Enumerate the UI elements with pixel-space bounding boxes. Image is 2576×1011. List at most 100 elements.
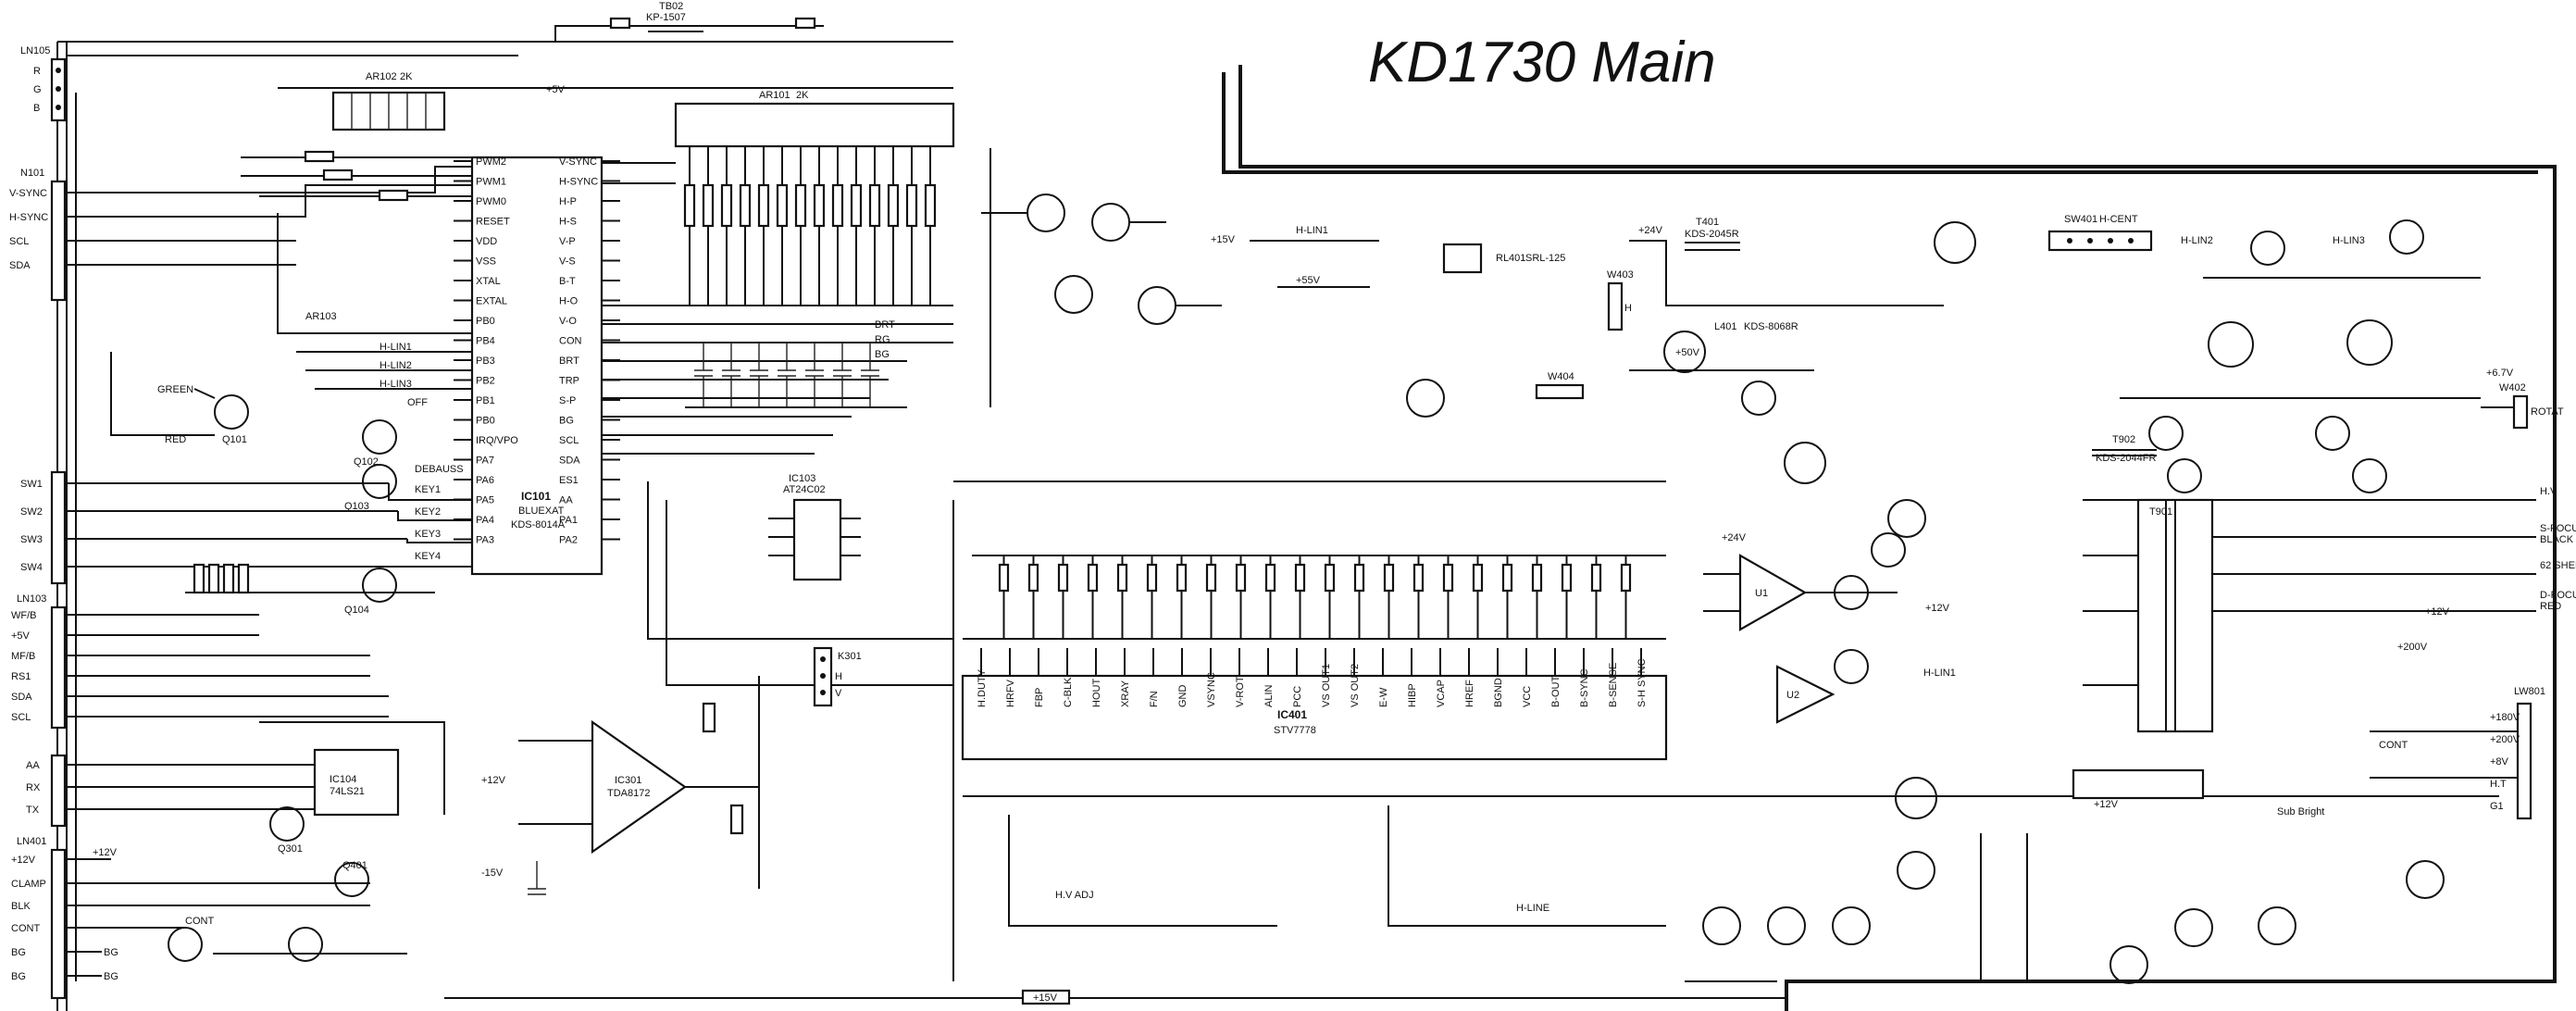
svg-text:H.T: H.T — [2490, 779, 2507, 790]
ar101-resistor — [720, 183, 733, 228]
svg-text:CONT: CONT — [2379, 740, 2408, 751]
support-resistor — [1235, 563, 1247, 593]
ic101-pin-left-2: PWM1 — [476, 177, 506, 188]
ic101-pin-right-1: V-SYNC — [559, 156, 597, 168]
svg-text:H: H — [1624, 303, 1632, 314]
svg-text:BG: BG — [104, 947, 118, 958]
ar101-resistor — [702, 183, 715, 228]
svg-text:KDS-8068R: KDS-8068R — [1744, 321, 1798, 332]
ic101-pin-left-8: EXTAL — [476, 296, 507, 307]
svg-text:AT24C02: AT24C02 — [783, 484, 826, 495]
ic101-pin-left-17: PA6 — [476, 475, 494, 486]
ic101-output-bus: BRT RG BG — [602, 305, 953, 686]
ic101-pin-left-1: PWM2 — [476, 156, 506, 168]
ar101-resistor — [924, 183, 937, 228]
svg-text:+6.7V: +6.7V — [2486, 368, 2514, 379]
svg-text:H.V ADJ: H.V ADJ — [1055, 890, 1094, 901]
ic401-pin-18: HREF — [1464, 680, 1475, 707]
t901-fbt: T901 — [2083, 498, 2536, 733]
right-transistors: H-LIN3 H-LIN2 — [2120, 219, 2481, 493]
ic401-pin-6: XRAY — [1120, 680, 1131, 707]
svg-text:+200V: +200V — [2397, 642, 2428, 653]
ic101-pin-left-20: PA3 — [476, 535, 494, 546]
svg-text:RG: RG — [875, 334, 890, 345]
support-resistor — [1561, 563, 1573, 593]
right-output-labels: H.V S-FOCUS BLACK 62 SHEIO D-FOCUS RED — [2540, 486, 2576, 612]
svg-text:SDA: SDA — [9, 260, 31, 271]
svg-text:H-LIN3: H-LIN3 — [2333, 235, 2365, 246]
svg-text:LN103: LN103 — [17, 593, 46, 605]
ic101-pin-right-17: ES1 — [559, 475, 579, 486]
svg-text:U2: U2 — [1786, 690, 1799, 701]
switch-inputs: SW1 SW2 SW3 SW4 — [20, 470, 417, 585]
svg-text:KDS-8014A: KDS-8014A — [511, 519, 566, 530]
svg-text:U1: U1 — [1755, 588, 1768, 599]
support-resistor — [1057, 563, 1069, 593]
svg-text:SCL: SCL — [11, 712, 31, 723]
svg-text:SW3: SW3 — [20, 534, 43, 545]
ic101-left-pins: PWM2PWM1PWM0RESETVDDVSSXTALEXTALPB0PB4PB… — [454, 156, 518, 546]
w402-rotat: +6.7V W402 ROTAT — [2481, 368, 2564, 430]
svg-text:+5V: +5V — [546, 84, 566, 95]
svg-text:BRT: BRT — [875, 319, 895, 331]
ic101-pin-right-6: V-S — [559, 256, 576, 268]
svg-text:B: B — [33, 103, 40, 114]
svg-text:H: H — [835, 671, 842, 682]
svg-text:LW801: LW801 — [2514, 686, 2545, 697]
svg-text:KEY1: KEY1 — [415, 484, 441, 495]
ic401-pin-19: BGND — [1493, 678, 1504, 707]
svg-text:Q102: Q102 — [354, 456, 379, 468]
svg-text:AA: AA — [26, 760, 40, 771]
svg-text:+24V: +24V — [1638, 225, 1663, 236]
svg-text:KEY4: KEY4 — [415, 551, 441, 562]
transformer-tb02: TB02 KP-1507 — [554, 1, 824, 42]
svg-text:G: G — [33, 84, 42, 95]
svg-text:CLAMP: CLAMP — [11, 879, 46, 890]
svg-text:+12V: +12V — [2094, 799, 2119, 810]
svg-text:KEY3: KEY3 — [415, 529, 441, 540]
svg-text:SW4: SW4 — [20, 562, 43, 573]
ic101-pin-left-13: PB1 — [476, 395, 495, 406]
ic401-support-parts — [998, 555, 1632, 639]
ic101-pin-right-10: CON — [559, 336, 582, 347]
ic101-pin-right-3: H-P — [559, 196, 577, 207]
support-resistor — [1087, 563, 1099, 593]
connector-n101: N101 V-SYNC H-SYNC SCL SDA — [9, 166, 472, 302]
svg-text:BLK: BLK — [11, 901, 31, 912]
ic101-pin-left-16: PA7 — [476, 456, 494, 467]
ic101-pin-right-2: H-SYNC — [559, 177, 598, 188]
svg-text:IC104: IC104 — [330, 774, 356, 785]
svg-text:TB02: TB02 — [659, 1, 683, 12]
ic401-pin-10: V-ROT — [1235, 676, 1246, 707]
ic101-pin-right-15: SCL — [559, 435, 579, 446]
svg-text:STV7778: STV7778 — [1274, 725, 1316, 736]
ic101-pin-left-12: PB2 — [476, 376, 495, 387]
svg-text:+15V: +15V — [1033, 992, 1058, 1004]
ar101-network: AR101 2K — [602, 90, 955, 306]
plus15v-rail: +15V — [444, 989, 1786, 1005]
ic401-pin-4: C-BLK — [1063, 677, 1074, 707]
svg-text:RS1: RS1 — [11, 671, 31, 682]
svg-text:T901: T901 — [2149, 506, 2172, 518]
ic101-pin-right-19: PA1 — [559, 515, 578, 526]
ic401-pin-5: HOUT — [1091, 679, 1102, 707]
svg-text:2K: 2K — [400, 71, 413, 82]
ic101-pin-right-20: PA2 — [559, 535, 578, 546]
svg-text:H-LIN1: H-LIN1 — [1923, 668, 1956, 679]
ic101-pin-left-14: PB0 — [476, 416, 495, 427]
ic401-pin-1: H.DUTY — [977, 668, 988, 707]
ic401-pin-7: F/N — [1149, 691, 1160, 707]
svg-text:+24V: +24V — [1722, 532, 1747, 543]
ic101-pin-right-11: BRT — [559, 356, 579, 367]
ic401-pin-17: VCAP — [1436, 680, 1447, 707]
support-resistor — [1027, 563, 1039, 593]
svg-text:OFF: OFF — [407, 397, 428, 408]
ic401-pin-2: HRFV — [1005, 679, 1016, 707]
support-resistor — [998, 563, 1010, 593]
ic401-pin-11: ALIN — [1263, 684, 1275, 707]
svg-text:+15V: +15V — [1211, 234, 1236, 245]
svg-text:ROTAT: ROTAT — [2531, 406, 2564, 418]
ar101-resistor — [739, 183, 752, 228]
sw401: SW401 H-CENT — [2047, 214, 2153, 252]
support-resistor — [1324, 563, 1336, 593]
